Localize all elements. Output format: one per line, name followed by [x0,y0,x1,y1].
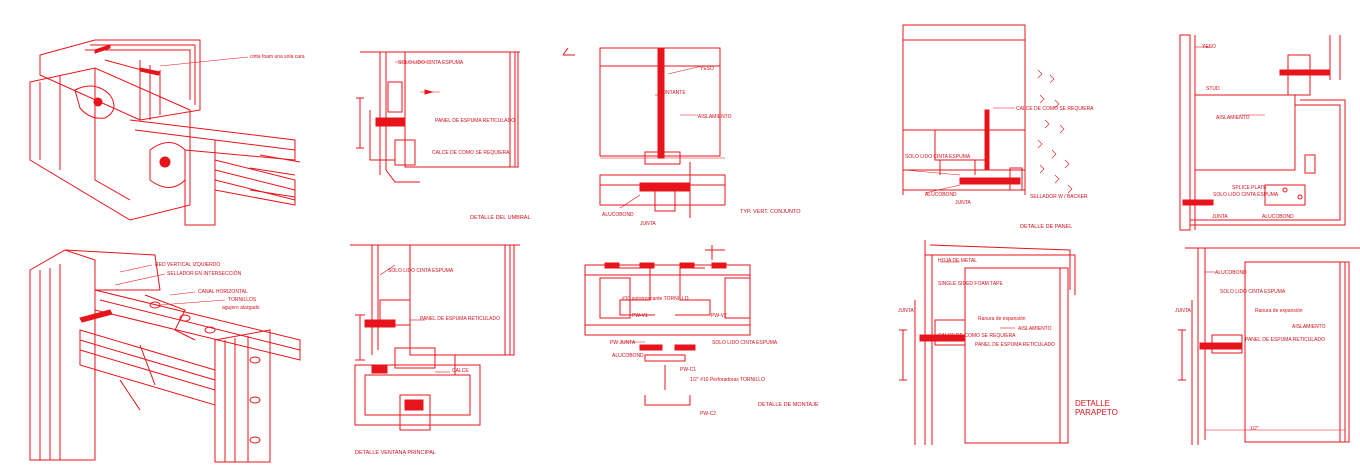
par-single-label: SINGLE SIDED FOAM TAPE [938,281,1003,287]
iso2-tornillos-label: TORNILLOS [228,297,257,303]
r2-dim-label: 1/2" [1250,426,1259,432]
panel-fastener-marks [1037,69,1073,194]
vert-junta-label: JUNTA [640,221,656,227]
detalle-parapeto: HOJA DE METAL SINGLE SIDED FOAM TAPE JUN… [898,240,1118,445]
detalle-panel: CALCE DE COMO SE REQUIERA SOLO LIDO CINT… [902,24,1094,230]
par-hoja-label: HOJA DE METAL [938,258,977,264]
isometric-detail-1: cinta foam una sola cara [29,39,305,226]
mont-tornillo1-label: #10 autorroscante TORNILLO [622,296,689,302]
r1-aislamiento-label: AISLAMIENTO [1216,115,1250,121]
mont-alucobond-label: ALUCOBOND [612,353,644,359]
r2-alucobond-label: ALUCOBOND [1215,270,1247,276]
vertical-conjunto: YESO MONTANTE AISLAMIENTO ALUCOBOND JUNT… [562,47,801,227]
vert-aislamiento-label: AISLAMIENTO [698,114,732,120]
mont-pwc1-label: PW-C1 [680,367,696,373]
mont-pw2-label: PW-V2 [711,313,727,319]
r1-alucobond-label: ALUCOBOND [1262,214,1294,220]
vert-yeso-label: YESO [700,66,714,72]
panel-sololido-label: SOLO LIDO CINTA ESPUMA [905,154,971,160]
panel-junta-label: JUNTA [955,200,971,206]
panel-calce-label: CALCE DE COMO SE REQUIERA [1016,106,1094,112]
vert-montante-label: MONTANTE [658,90,686,96]
par-title-1: DETALLE [1075,399,1110,408]
r1-splice-label: SPLICE PLATE [1232,185,1267,191]
mont-title: DETALLE DE MONTAJE [758,402,819,408]
vent-panel-label: PANEL DE ESPUMA RETICULADO [420,316,500,322]
r2-sololido-label: SOLO LIDO CINTA ESPUMA [1220,289,1286,295]
panel-title: DETALLE DE PANEL [1020,224,1072,230]
iso2-agujero-label: agujero alargado [222,305,260,311]
mont-tornillo2-label: 1/2" #10 Perforadoras TORNILLO [690,377,765,383]
isometric-detail-2: RED VERTICAL IZQUIERDO SELLADOR EN INTER… [29,249,301,463]
iso2-canal-label: CANAL HORIZONTAL [198,289,248,295]
vent-calce-label: CALCE [452,368,469,374]
r1-stud-label: STUD [1206,86,1220,92]
iso2-sellador-label: SELLADOR EN INTERSECCIÓN [167,270,242,277]
vert-title: TYP. VERT. CONJUNTO [740,209,801,215]
umbral-sololido-label: SOLO LIDO CINTA ESPUMA [398,60,464,66]
par-calce-label: CALCE DE COMO SE REQUIERA [938,333,1016,339]
r1-yeso-label: YESO [1202,44,1216,50]
par-title-2: PARAPETO [1075,408,1118,417]
umbral-title: DETALLE DEL UMBRAL [470,215,531,221]
r2-junta-label: JUNTA [1175,308,1191,314]
par-panel-label: PANEL DE ESPUMA RETICULADO [975,342,1055,348]
iso1-cinta-label: cinta foam una sola cara [250,54,305,60]
panel-sellador-label: SELLADOR W / BACKER [1030,194,1088,200]
panel-alucobond-label: ALUCOBOND [925,192,957,198]
right-top-detail: YESO STUD AISLAMIENTO SPLICE PLATE SOLO … [1179,34,1346,231]
umbral-calce-label: CALCE DE COMO SE REQUIERA [432,150,510,156]
detalle-montaje: #10 autorroscante TORNILLO PW-V1 PW-V2 P… [584,245,819,417]
vent-title: DETALLE VENTANA PRINCIPAL [355,450,436,456]
vent-sololido-label: SOLO LIDO CINTA ESPUMA [388,268,454,274]
par-junta-label: JUNTA [898,308,914,314]
mont-pw1-label: PW-V1 [632,313,648,319]
par-ranura-label: Ranura de expansión [978,316,1026,322]
iso2-red-label: RED VERTICAL IZQUIERDO [155,262,220,268]
detalle-ventana: SOLO LIDO CINTA ESPUMA PANEL DE ESPUMA R… [350,244,520,456]
umbral-panel-label: PANEL DE ESPUMA RETICULADO [435,118,515,124]
par-aislamiento-label: AISLAMIENTO [1018,326,1052,332]
r1-sololido-label: SOLO LIDO CINTA ESPUMA [1213,192,1279,198]
r2-ranura-label: Ranura de expansión [1255,308,1303,314]
mont-pwjunta-label: PW JUNTA [610,340,636,346]
mont-pwc2-label: PW-C2 [700,411,716,417]
r2-aislamiento-label: AISLAMIENTO [1292,324,1326,330]
mont-sololido-label: SOLO LIDO CINTA ESPUMA [712,340,778,346]
r2-panel-label: PANEL DE ESPUMA RETICULADO [1245,337,1325,343]
detalle-umbral: SOLO LIDO CINTA ESPUMA PANEL DE ESPUMA R… [356,51,531,221]
r1-junta-label: JUNTA [1212,214,1228,220]
vert-alucobond-label: ALUCOBOND [602,212,634,218]
right-bottom-detail: ALUCOBOND SOLO LIDO CINTA ESPUMA JUNTA R… [1175,247,1360,445]
